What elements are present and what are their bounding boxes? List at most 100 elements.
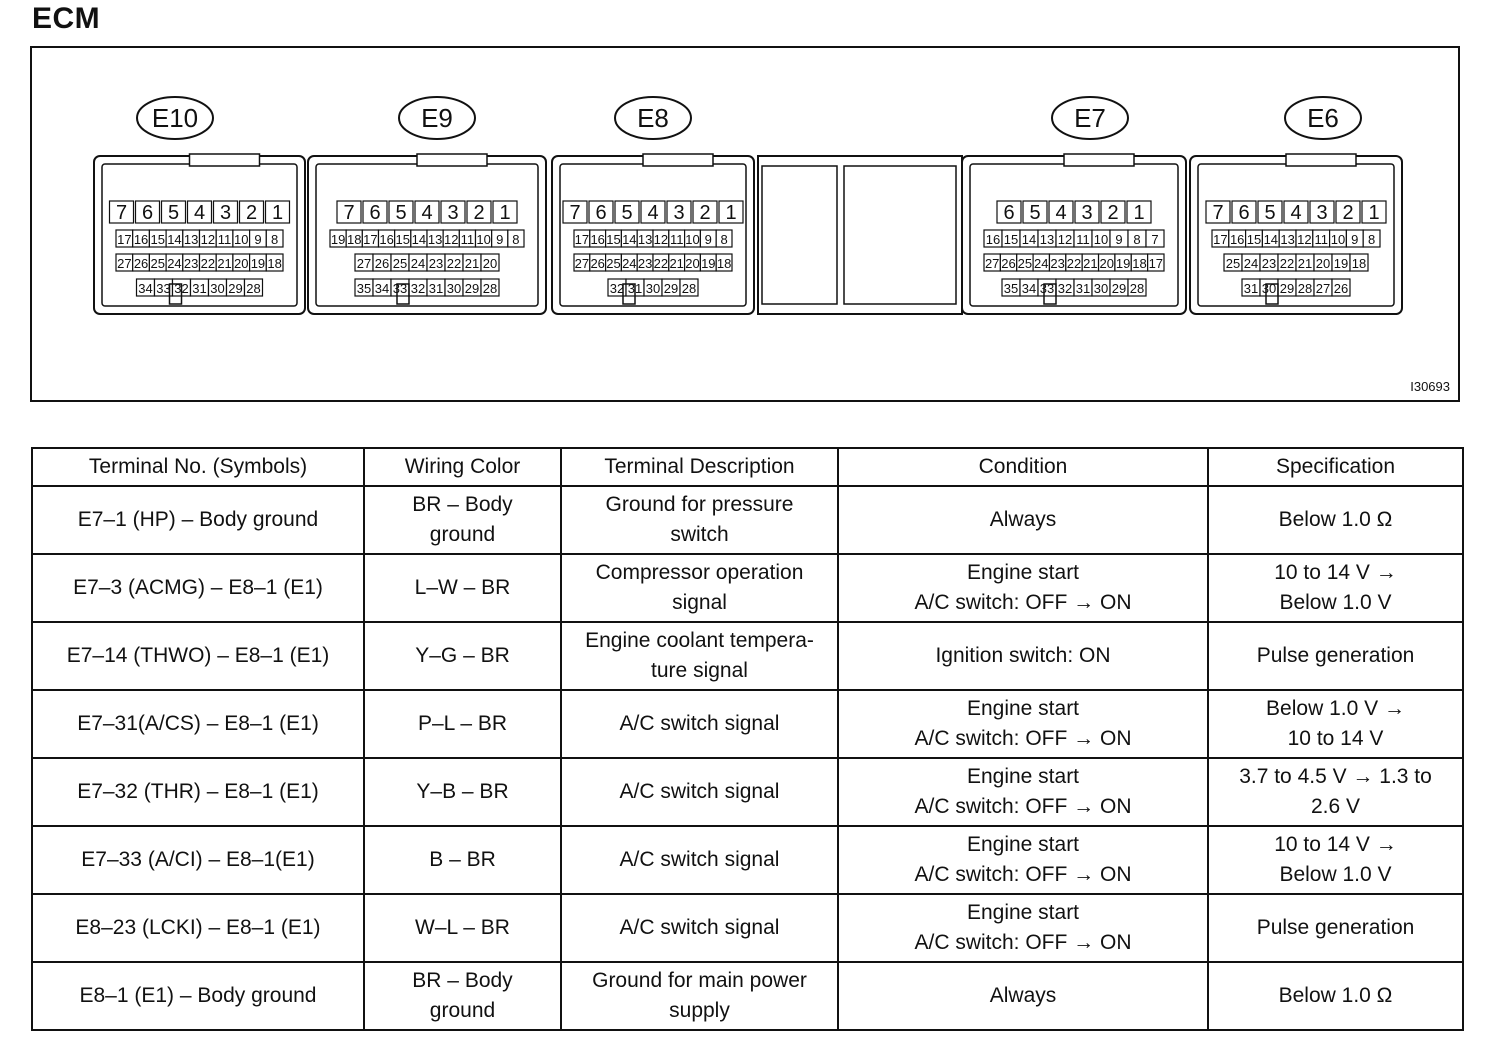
connector-label: E10 bbox=[152, 103, 198, 133]
terminal-number: 18 bbox=[717, 256, 731, 271]
terminal-number: 31 bbox=[1076, 281, 1090, 296]
terminal-pin bbox=[1074, 200, 1100, 224]
cell-line: Below 1.0 Ω bbox=[1278, 508, 1393, 531]
cell-line: 10 to 14 V bbox=[1287, 727, 1384, 750]
terminal-number: 16 bbox=[379, 232, 393, 247]
terminal-number: 2 bbox=[473, 202, 484, 224]
cell-line: Always bbox=[989, 508, 1057, 531]
terminal-pin bbox=[440, 200, 466, 224]
cell-line: E8–1 (E1) – Body ground bbox=[79, 984, 317, 1007]
terminal-pin bbox=[108, 200, 135, 224]
connector-label-ellipse bbox=[136, 96, 214, 140]
terminal-number: 30 bbox=[210, 281, 224, 296]
connector-latch bbox=[188, 153, 261, 167]
cell-line: Engine start bbox=[966, 901, 1080, 924]
terminal-number: 24 bbox=[622, 256, 636, 271]
connector-key-slot bbox=[168, 283, 183, 305]
terminal-pin bbox=[243, 278, 264, 297]
terminal-number: 21 bbox=[1298, 256, 1312, 271]
header-terminal-no: Terminal No. (Symbols) bbox=[31, 447, 365, 487]
terminal-pin bbox=[1349, 253, 1369, 272]
cell-line: Y–B – BR bbox=[416, 780, 509, 803]
cell-terminal-description: A/C switch signal bbox=[560, 825, 839, 895]
terminal-pin bbox=[336, 200, 362, 224]
terminal-number: 10 bbox=[234, 232, 248, 247]
terminal-number: 8 bbox=[1133, 232, 1140, 247]
terminal-number: 23 bbox=[1262, 256, 1276, 271]
terminal-number: 3 bbox=[1316, 202, 1327, 224]
terminal-pin bbox=[1362, 229, 1381, 248]
terminal-number: 22 bbox=[201, 256, 215, 271]
terminal-pin bbox=[679, 278, 699, 297]
terminal-number: 26 bbox=[1334, 281, 1348, 296]
terminal-number: 15 bbox=[151, 232, 165, 247]
cell-line: W–L – BR bbox=[415, 916, 510, 939]
connector-key-slot bbox=[1043, 283, 1057, 305]
terminal-number: 12 bbox=[201, 232, 215, 247]
terminal-pin bbox=[134, 200, 161, 224]
cell-line: E8–23 (LCKI) – E8–1 (E1) bbox=[75, 916, 321, 939]
cell-line: Engine start bbox=[966, 697, 1080, 720]
terminal-number: 5 bbox=[1264, 202, 1275, 224]
cell-line: Below 1.0 V bbox=[1279, 591, 1392, 614]
terminal-number: 11 bbox=[218, 232, 232, 247]
cell-line: E7–33 (A/CI) – E8–1(E1) bbox=[81, 848, 315, 871]
terminal-number: 27 bbox=[985, 256, 999, 271]
terminal-pin bbox=[1127, 278, 1147, 297]
terminal-number: 3 bbox=[673, 202, 684, 224]
terminal-number: 33 bbox=[156, 281, 170, 296]
terminal-number: 32 bbox=[610, 281, 624, 296]
terminal-pin bbox=[614, 200, 640, 224]
cell-terminal-description: A/C switch signal bbox=[560, 757, 839, 827]
terminal-pin bbox=[480, 253, 500, 272]
terminal-number: 25 bbox=[393, 256, 407, 271]
terminal-number: 1 bbox=[1368, 202, 1379, 224]
cell-line: supply bbox=[669, 999, 730, 1022]
header-condition: Condition bbox=[837, 447, 1209, 487]
terminal-number: 7 bbox=[1151, 232, 1158, 247]
terminal-number: 34 bbox=[375, 281, 389, 296]
terminal-number: 15 bbox=[606, 232, 620, 247]
terminal-number: 31 bbox=[192, 281, 206, 296]
terminal-pin bbox=[715, 229, 733, 248]
terminal-pin bbox=[996, 200, 1022, 224]
terminal-number: 13 bbox=[428, 232, 442, 247]
terminal-number: 22 bbox=[654, 256, 668, 271]
terminal-number: 4 bbox=[194, 202, 205, 224]
terminal-number: 25 bbox=[1226, 256, 1240, 271]
terminal-number: 26 bbox=[134, 256, 148, 271]
terminal-number: 7 bbox=[343, 202, 354, 224]
terminal-pin bbox=[1100, 200, 1126, 224]
cell-line: signal bbox=[672, 591, 727, 614]
terminal-number: 34 bbox=[1022, 281, 1036, 296]
terminal-pin bbox=[238, 200, 265, 224]
cell-line: BR – Body bbox=[412, 969, 513, 992]
cell-line: Ignition switch: ON bbox=[935, 644, 1111, 667]
cell-line: A/C switch signal bbox=[619, 780, 780, 803]
terminal-number: 17 bbox=[1213, 232, 1227, 247]
terminal-number: 13 bbox=[638, 232, 652, 247]
terminal-number: 5 bbox=[1029, 202, 1040, 224]
terminal-number: 25 bbox=[151, 256, 165, 271]
terminal-number: 35 bbox=[1004, 281, 1018, 296]
terminal-pin bbox=[160, 200, 187, 224]
cell-line: 2.6 V bbox=[1310, 795, 1361, 818]
terminal-number: 6 bbox=[595, 202, 606, 224]
terminal-number: 31 bbox=[1244, 281, 1258, 296]
terminal-number: 31 bbox=[429, 281, 443, 296]
terminal-pin bbox=[1022, 200, 1048, 224]
blank-section-left bbox=[761, 165, 838, 305]
cell-terminal-no: E7–31(A/CS) – E8–1 (E1) bbox=[31, 689, 365, 759]
cell-line: Y–G – BR bbox=[415, 644, 510, 667]
terminal-number: 7 bbox=[116, 202, 127, 224]
terminal-pin bbox=[265, 253, 284, 272]
cell-specification: Pulse generation bbox=[1207, 893, 1464, 963]
